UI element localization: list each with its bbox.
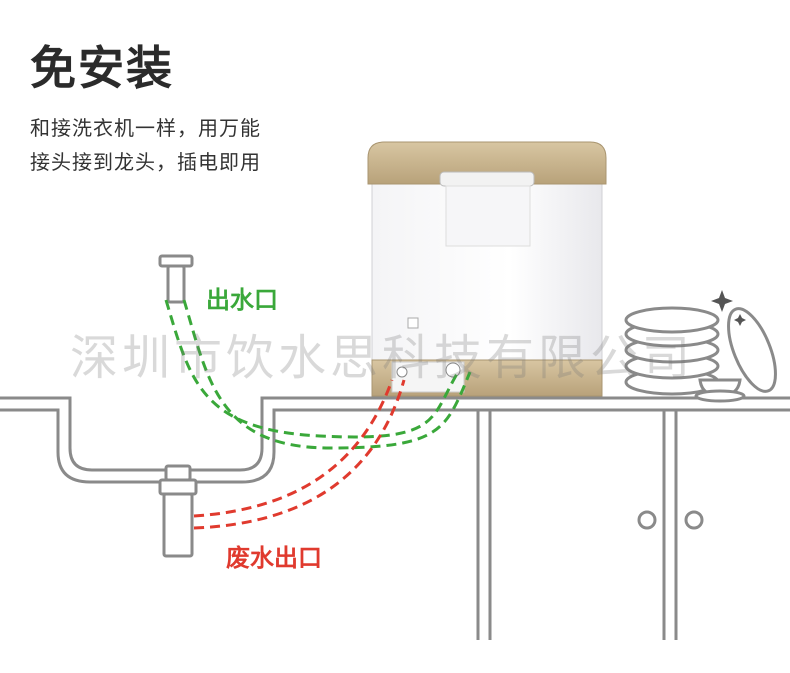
- description-line-2: 接头接到龙头，插电即用: [30, 150, 261, 174]
- cabinet: [476, 410, 704, 640]
- waste-outlet-hose: [193, 379, 406, 530]
- dishes-stack: [624, 306, 777, 403]
- faucet: [158, 254, 194, 304]
- counter-and-sink: [0, 396, 790, 484]
- sparkle-icon: [711, 290, 746, 326]
- water-outlet-hose: [164, 299, 472, 450]
- drain-pipe: [158, 464, 198, 558]
- water-outlet-label: 出水口: [206, 286, 278, 314]
- page-title: 免安装: [30, 41, 174, 95]
- description-line-1: 和接洗衣机一样，用万能: [30, 116, 261, 140]
- dishwasher: [367, 141, 607, 397]
- waste-outlet-label: 废水出口: [226, 544, 322, 572]
- watermark-text: 深圳市饮水思科技有限公司: [70, 330, 695, 386]
